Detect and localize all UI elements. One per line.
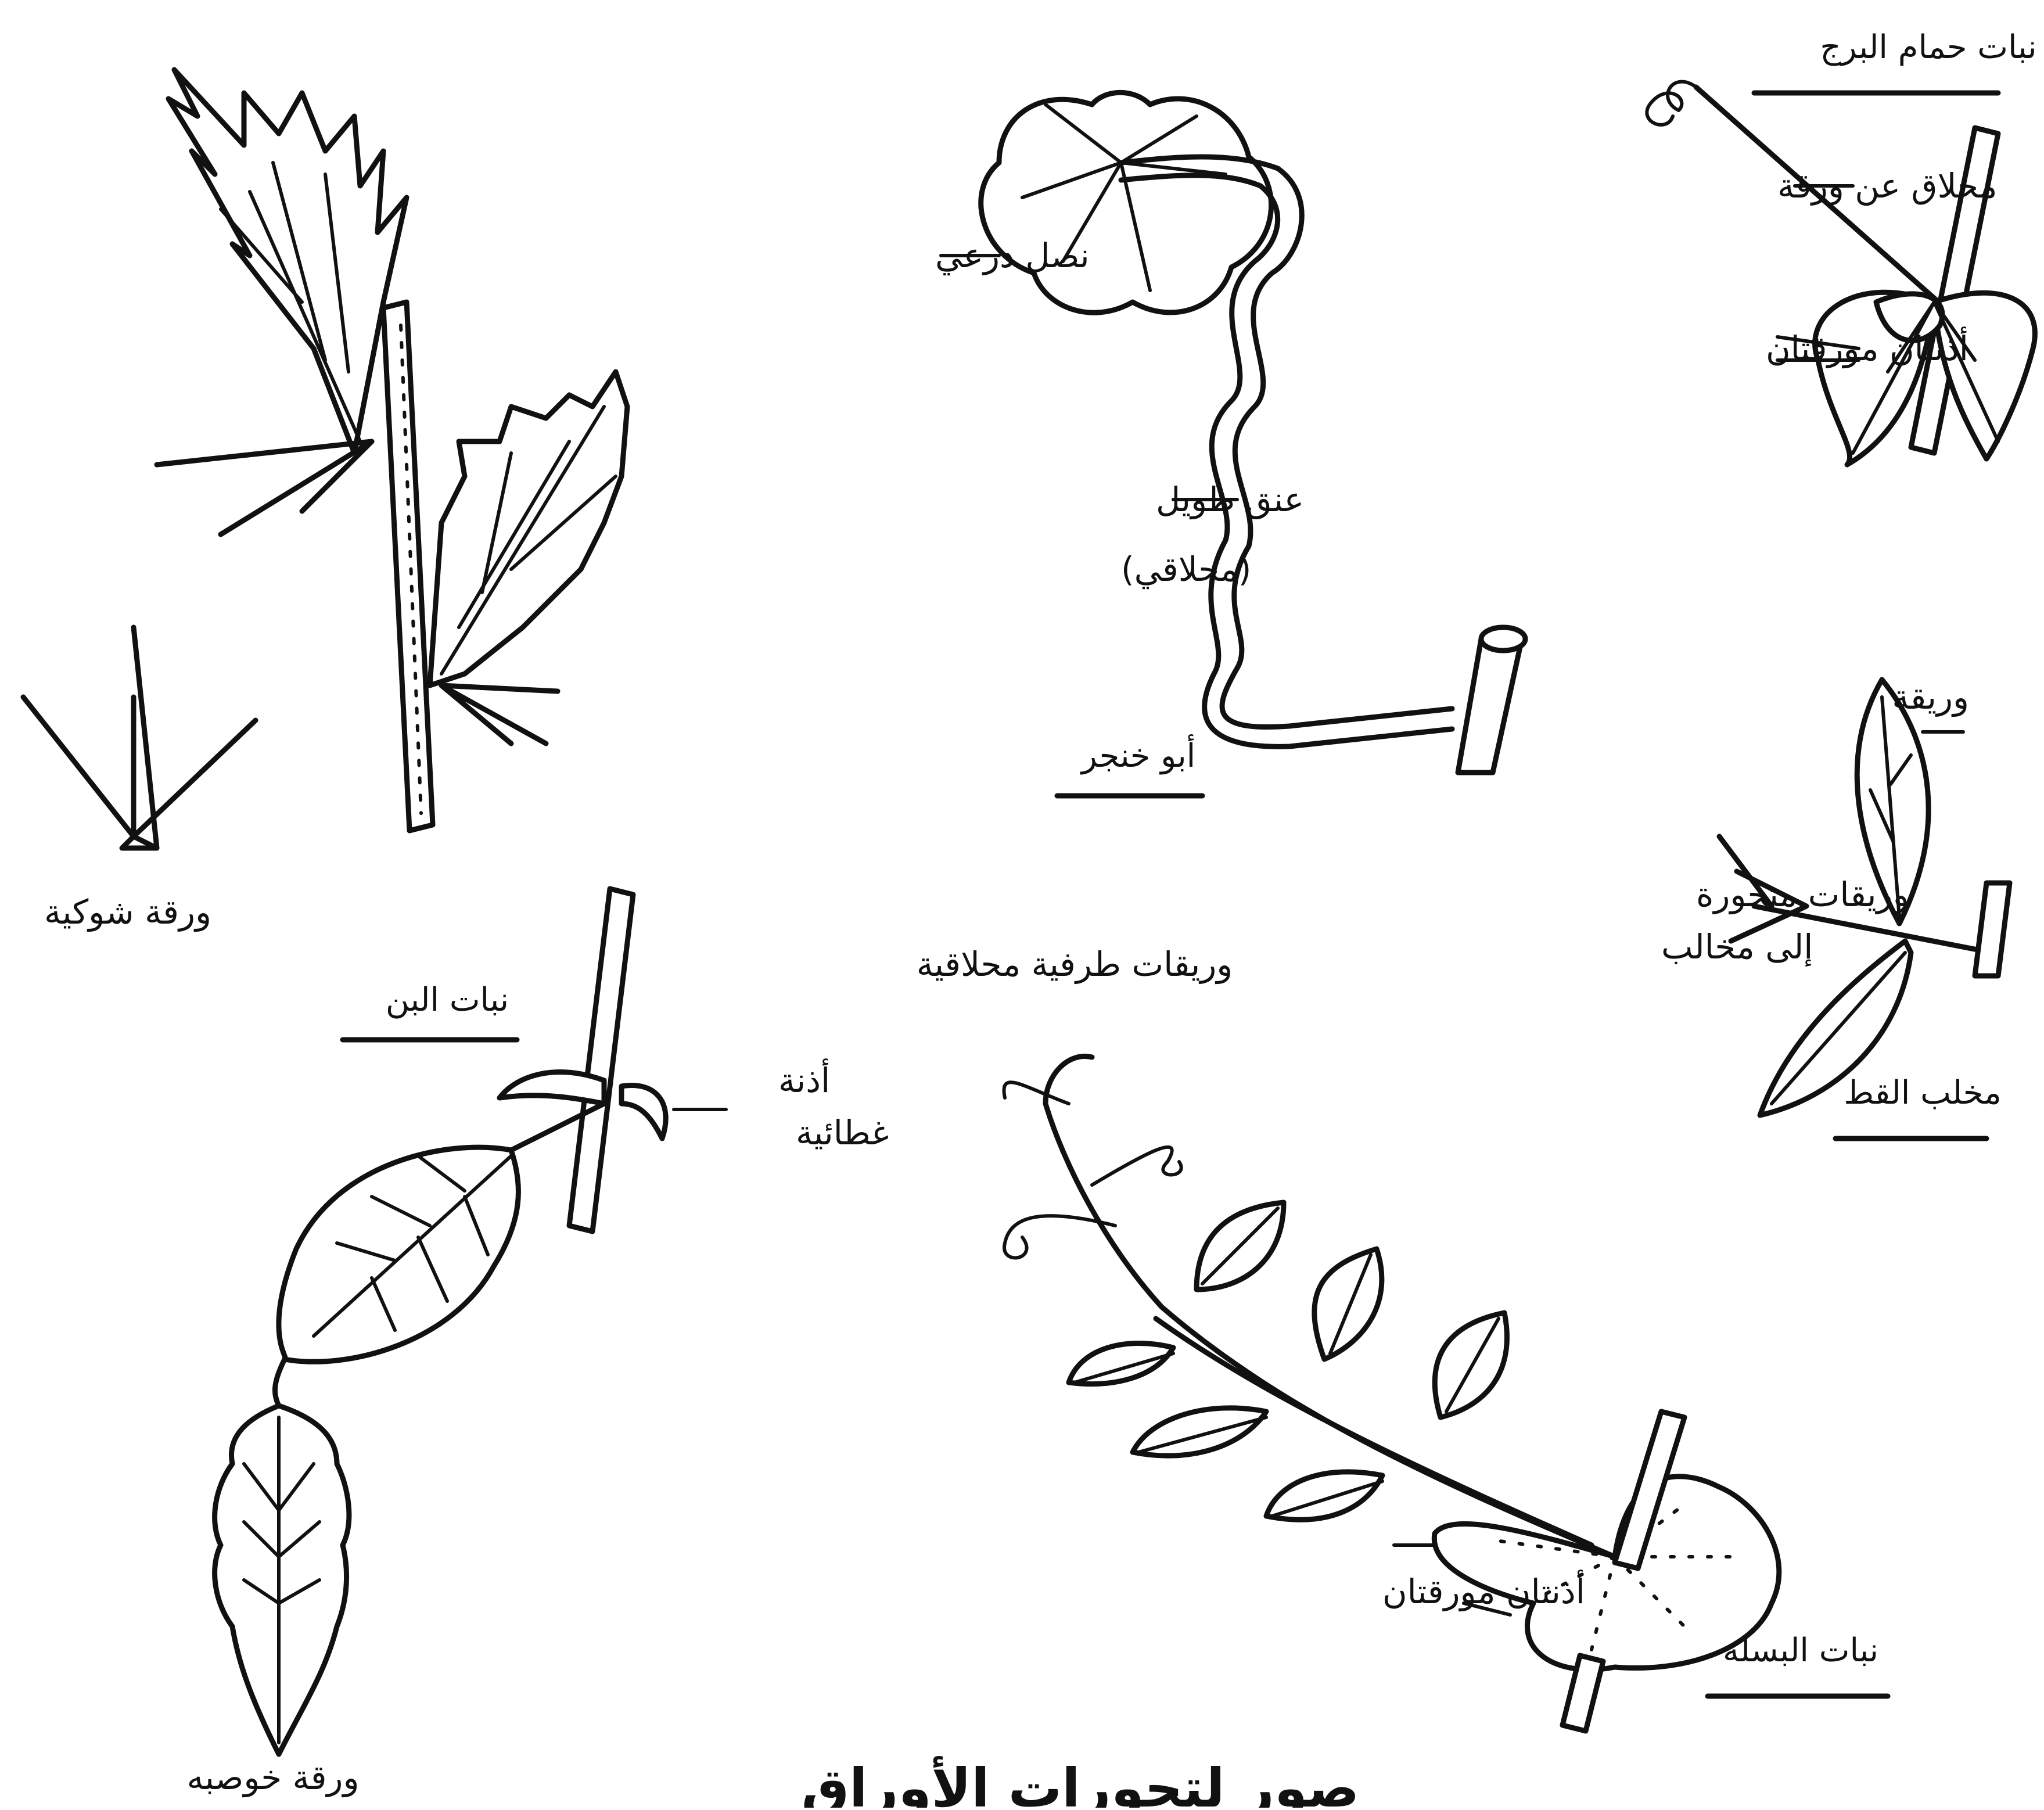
coffee-leaf bbox=[279, 1147, 519, 1362]
tendril-2 bbox=[1092, 1147, 1181, 1185]
long-petiole-label-2: (محلاقي) bbox=[1121, 550, 1251, 590]
tendril-from-leaf-label: محلاق عن ورقة bbox=[1777, 166, 1998, 206]
support-stick-top bbox=[1481, 627, 1525, 651]
pigeon-tower-illustration: نبات حمام البرج محلاق عن ورقة أذنتان مور… bbox=[1647, 28, 2036, 465]
sheath-stipules-label-2: غطائية bbox=[796, 1113, 889, 1152]
detached-spine bbox=[23, 627, 256, 848]
spiny-stem bbox=[383, 302, 433, 831]
lettuce-leaf bbox=[215, 1406, 349, 1754]
figure-caption: صور لتحورات الأوراق bbox=[802, 1756, 1360, 1808]
coffee-stem bbox=[569, 889, 633, 1231]
spines-left bbox=[157, 441, 372, 534]
two-leafy-stipules-top-label: أذنتان مورقتان bbox=[1766, 326, 1968, 369]
peltate-blade-shape bbox=[981, 92, 1271, 313]
claw-leaflets-label-2: إلى مخالب bbox=[1661, 927, 1813, 967]
long-petiole-label: عنق طويل bbox=[1156, 480, 1304, 520]
sheath-stipules-label: أذنة bbox=[778, 1058, 830, 1100]
terminal-tendril-label: وريقات طرفية محلاقية bbox=[917, 944, 1233, 985]
coffee-plant-illustration: نبات البن أذنة غطائية ورقة خوصبه bbox=[187, 889, 889, 1798]
pea-leaflet-2 bbox=[1314, 1249, 1382, 1359]
lettuce-leaf-label: ورقة خوصبه bbox=[187, 1758, 360, 1798]
nasturtium-illustration: نصل درعي عنق طويل (محلاقي) أبو خنجر bbox=[935, 92, 1525, 796]
lettuce-stalk bbox=[275, 1359, 285, 1406]
cat-claw-support bbox=[1975, 883, 2010, 976]
pigeon-leaf-right bbox=[1934, 293, 2035, 459]
tendril-1 bbox=[1004, 1082, 1069, 1104]
spines-right bbox=[441, 685, 558, 744]
support-stick bbox=[1458, 639, 1522, 773]
nasturtium-title: أبو خنجر bbox=[1080, 734, 1195, 775]
upper-leaf-veins bbox=[221, 163, 360, 441]
sheath-stipule-right bbox=[622, 1085, 666, 1139]
claw-leaflets-label: وريقات متحورة bbox=[1696, 875, 1909, 915]
spiny-leaf-illustration: ورقة شوكية bbox=[23, 70, 627, 932]
tendril-coil bbox=[1647, 82, 1696, 125]
pigeon-tower-title: نبات حمام البرج bbox=[1820, 28, 2036, 66]
sheath-stipule-left bbox=[500, 1072, 604, 1104]
lower-leaf-veins bbox=[441, 407, 616, 674]
cat-claw-title: مخلب القط bbox=[1844, 1074, 2002, 1112]
tendril-3 bbox=[1004, 1216, 1115, 1258]
pea-plant-title: نبات البسلة bbox=[1723, 1632, 1878, 1669]
coffee-plant-title: نبات البن bbox=[386, 981, 509, 1019]
cat-claw-illustration: وريقة وريقات متحورة إلى مخالب مخلب القط bbox=[1661, 677, 2010, 1139]
peltate-blade-label: نصل درعي bbox=[935, 236, 1090, 276]
spiny-leaf-upper bbox=[168, 70, 407, 453]
pea-plant-illustration: وريقات طرفية محلاقية أذنتان مورقتان نبات… bbox=[917, 944, 1888, 1731]
spiny-leaf-label: ورقة شوكية bbox=[44, 892, 211, 932]
two-leafy-stipules-bottom-label: أذنتان مورقتان bbox=[1382, 1570, 1585, 1612]
leaflet-label: وريقة bbox=[1892, 677, 1969, 717]
